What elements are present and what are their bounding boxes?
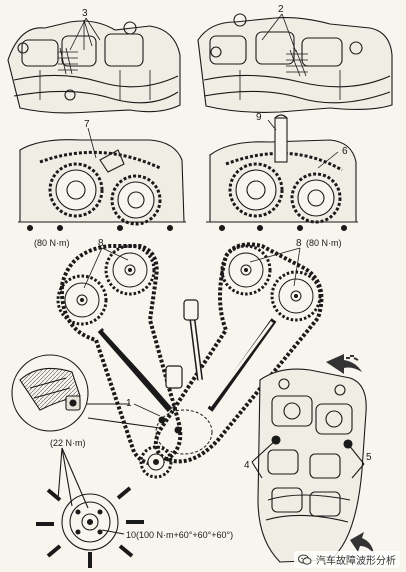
callout-10: 10(100 N·m+60°+60°+60°)	[126, 530, 233, 540]
callout-3: 3	[82, 8, 88, 19]
cylinder-head-left	[7, 19, 181, 114]
timing-chain-system	[56, 242, 324, 479]
callout-2: 2	[278, 4, 284, 15]
crank-pulley	[36, 447, 144, 568]
rotation-arrow-lower	[350, 532, 374, 554]
sprocket-assembly-left	[18, 139, 186, 232]
callout-8-left: 8	[98, 238, 104, 249]
watermark: 汽车故障波形分析	[294, 551, 400, 568]
callout-8-right: 8	[296, 238, 302, 249]
cylinder-head-right	[197, 13, 393, 113]
detail-magnifier	[11, 354, 161, 432]
callout-7: 7	[84, 119, 90, 130]
callout-1: 1	[126, 398, 132, 409]
watermark-text: 汽车故障波形分析	[316, 556, 396, 567]
callout-5: 5	[366, 452, 372, 463]
wechat-icon	[298, 554, 312, 565]
torque-bolts: (22 N·m)	[50, 438, 86, 448]
cylinder-head-lower-right	[251, 368, 367, 563]
callout-6: 6	[342, 146, 348, 157]
callout-9: 9	[256, 112, 262, 123]
rotation-arrow-upper	[326, 354, 362, 374]
torque-right-cam: (80 N·m)	[306, 238, 342, 248]
torque-left-cam: (80 N·m)	[34, 238, 70, 248]
callout-4: 4	[244, 460, 250, 471]
leader-lines	[69, 13, 339, 417]
sprocket-assembly-right	[206, 114, 358, 232]
